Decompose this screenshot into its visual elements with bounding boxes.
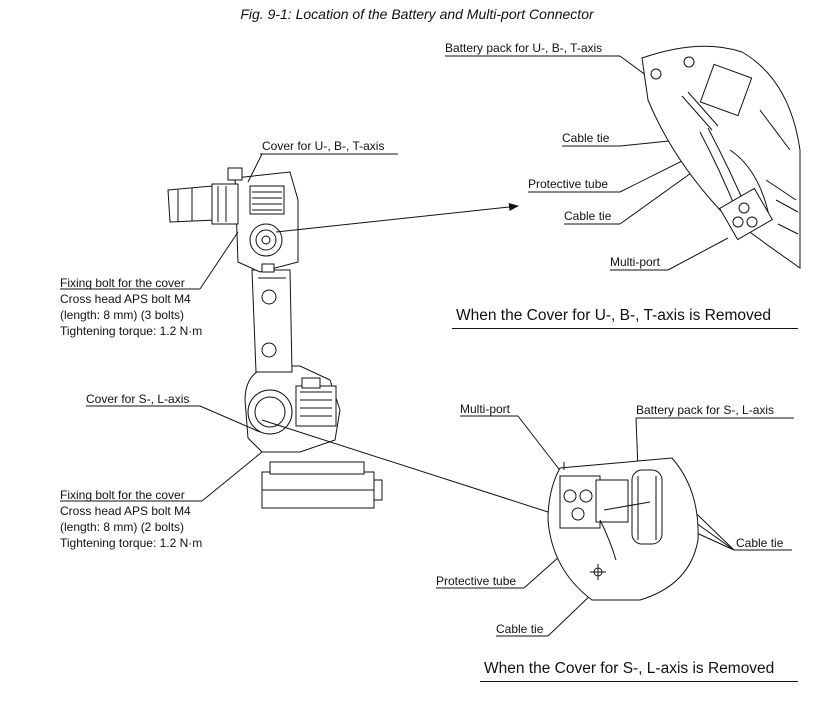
- figure-title: Fig. 9-1: Location of the Battery and Mu…: [240, 6, 594, 22]
- fixing-bolt-upper: Fixing bolt for the cover Cross head APS…: [60, 275, 202, 339]
- sl-cable-tie-bottom: Cable tie: [496, 622, 544, 636]
- ubt-multi-port: Multi-port: [610, 255, 661, 269]
- cover-sl-label: Cover for S-, L-axis: [86, 392, 190, 406]
- sl-battery-label: Battery pack for S-, L-axis: [636, 403, 775, 417]
- sl-heading: When the Cover for S-, L-axis is Removed: [484, 660, 775, 677]
- robot-illustration: ▪ELB▪: [167, 167, 383, 509]
- sl-detail-illustration: [547, 457, 699, 601]
- ubt-protective-tube: Protective tube: [528, 177, 609, 191]
- fixing-bolt-lower: Fixing bolt for the cover Cross head APS…: [60, 487, 202, 551]
- ubt-cable-tie-2: Cable tie: [564, 209, 612, 223]
- fixing-upper-line4: Tightening torque: 1.2 N·m: [60, 324, 203, 338]
- fixing-upper-line1: Fixing bolt for the cover: [60, 276, 185, 290]
- ubt-battery-label: Battery pack for U-, B-, T-axis: [445, 41, 603, 55]
- fixing-lower-line1: Fixing bolt for the cover: [60, 488, 185, 502]
- sl-heading-underline: [480, 681, 798, 682]
- fixing-lower-line4: Tightening torque: 1.2 N·m: [60, 536, 203, 550]
- ubt-cable-tie-1: Cable tie: [562, 131, 610, 145]
- sl-cable-tie-right: Cable tie: [736, 536, 784, 550]
- ubt-heading: When the Cover for U-, B-, T-axis is Rem…: [456, 307, 771, 324]
- fixing-lower-line2: Cross head APS bolt M4: [60, 504, 191, 518]
- fixing-lower-line3: (length: 8 mm) (2 bolts): [60, 520, 185, 534]
- ubt-heading-underline: [452, 328, 798, 329]
- sl-multi-port: Multi-port: [460, 402, 511, 416]
- ubt-detail-illustration: [641, 45, 801, 269]
- sl-protective-tube: Protective tube: [436, 574, 517, 588]
- cover-ubt-label: Cover for U-, B-, T-axis: [262, 139, 385, 153]
- fixing-upper-line2: Cross head APS bolt M4: [60, 292, 191, 306]
- fixing-upper-line3: (length: 8 mm) (3 bolts): [60, 308, 185, 322]
